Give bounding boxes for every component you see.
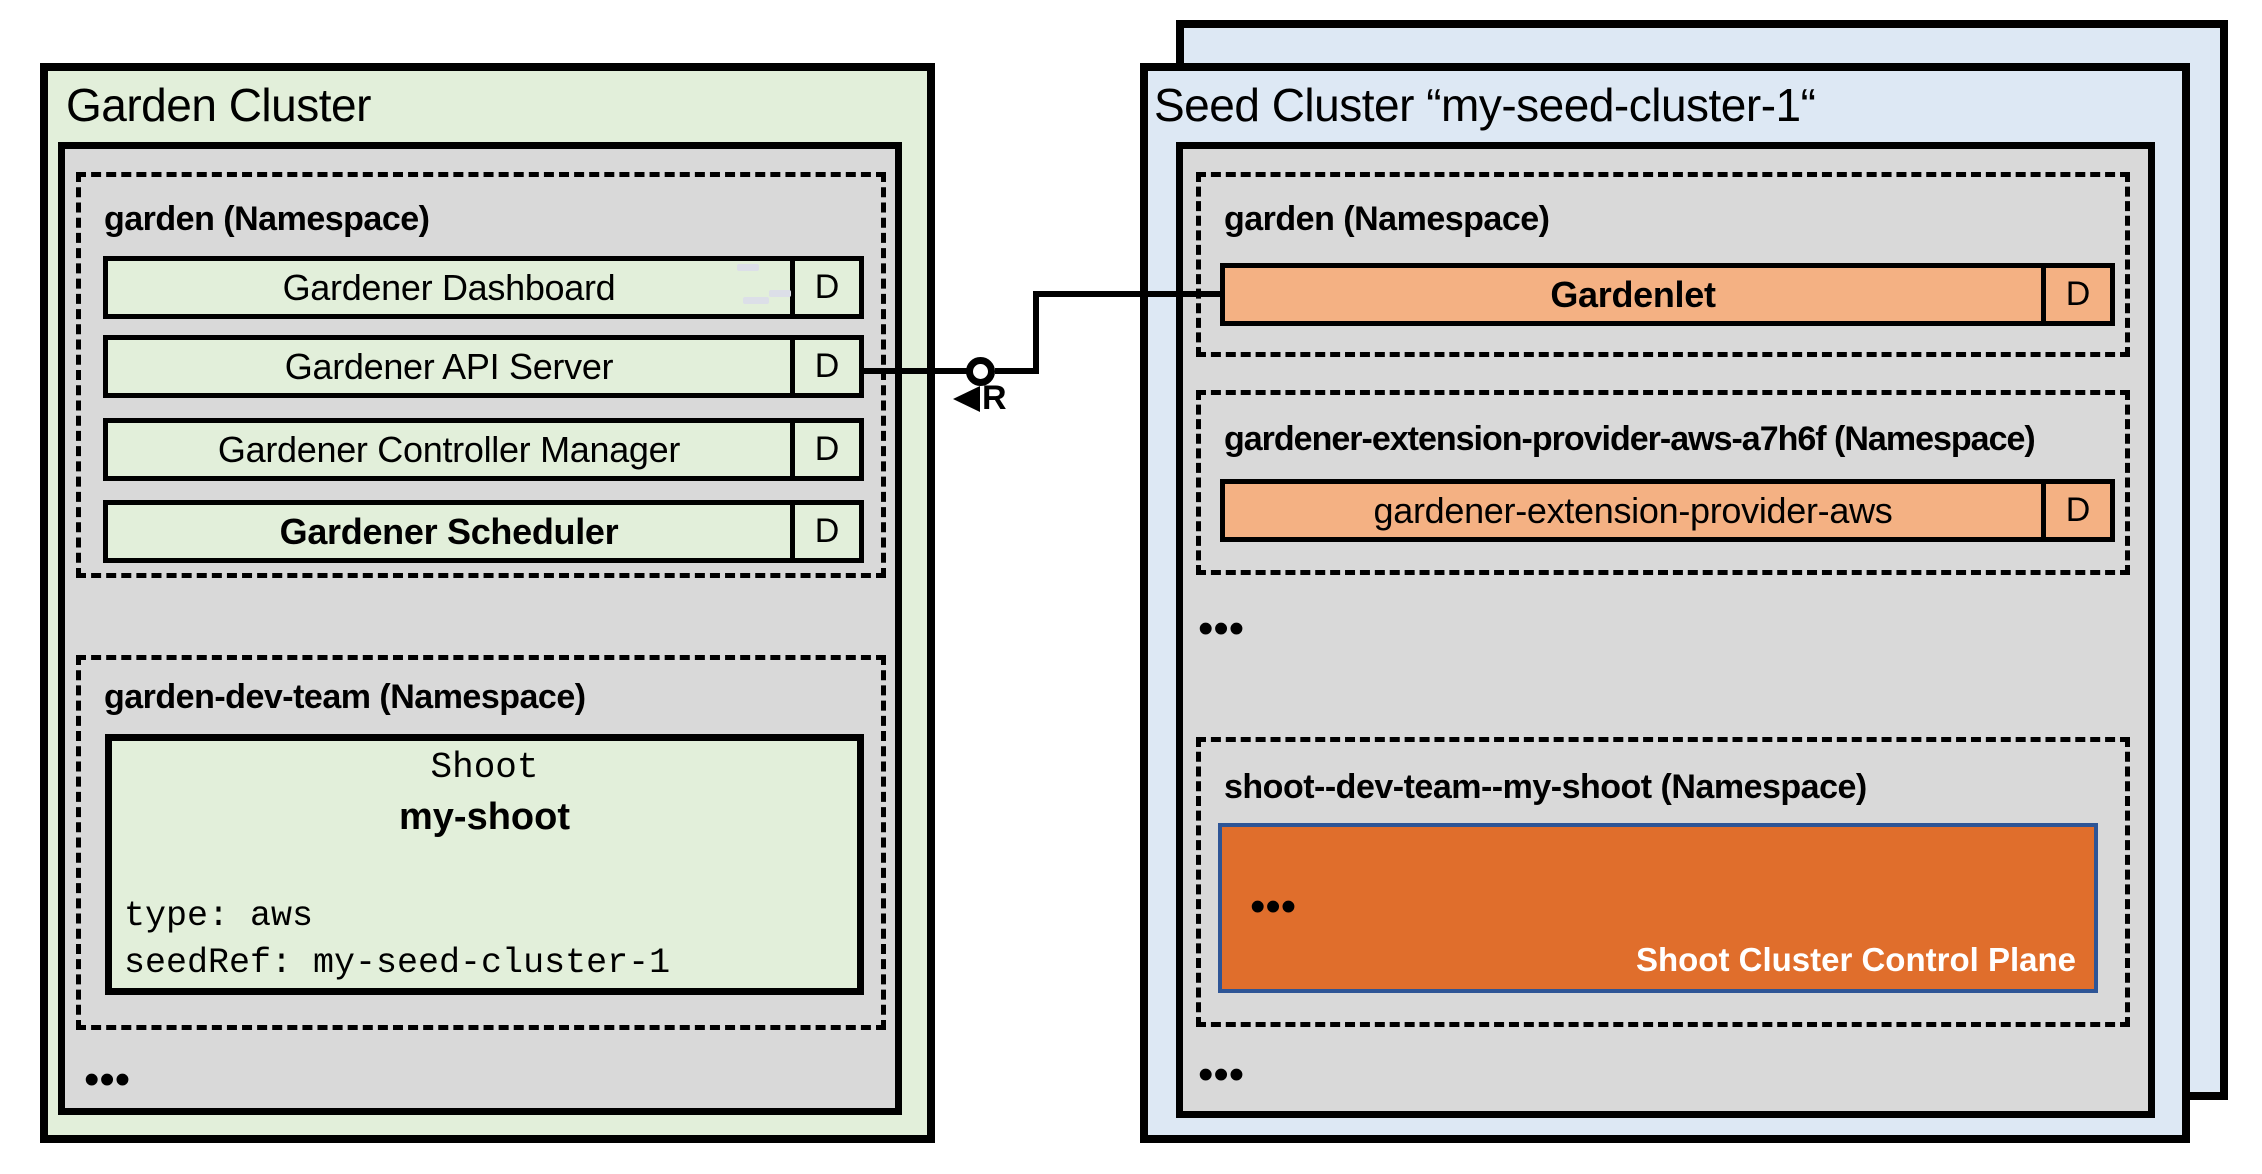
control-plane-ellipsis: •••	[1250, 882, 1297, 931]
extension-namespace-label: gardener-extension-provider-aws-a7h6f (N…	[1224, 420, 2036, 458]
component-row-gardener-scheduler: Gardener Scheduler D	[103, 500, 864, 563]
shoot-resource-box	[105, 734, 864, 995]
arrowhead-icon	[953, 386, 980, 412]
component-row-gardener-api-server: Gardener API Server D	[103, 335, 864, 398]
connector-line-horizontal-mid	[995, 368, 1039, 374]
faded-dash-decoration	[737, 264, 759, 271]
deployment-badge: D	[790, 505, 859, 558]
component-label: gardener-extension-provider-aws	[1373, 489, 1893, 531]
component-label: Gardener API Server	[284, 345, 614, 387]
connector-line-horizontal-left	[860, 368, 968, 374]
connector-interface-label: R	[982, 379, 1007, 417]
component-label: Gardenlet	[1550, 273, 1716, 315]
shoot-spec-seedref: seedRef: my-seed-cluster-1	[124, 943, 671, 983]
faded-dash-decoration	[769, 290, 791, 297]
component-row-extension-provider-aws: gardener-extension-provider-aws D	[1220, 479, 2115, 542]
component-label: Gardener Scheduler	[279, 510, 619, 552]
shoot-namespace-label: shoot--dev-team--my-shoot (Namespace)	[1224, 768, 1867, 806]
seed-garden-namespace-label: garden (Namespace)	[1224, 200, 1550, 238]
shoot-spec-type: type: aws	[124, 896, 314, 936]
seed-garden-namespace-box	[1196, 172, 2130, 357]
connector-line-vertical	[1033, 294, 1039, 374]
garden-namespace-label: garden (Namespace)	[104, 200, 430, 238]
lollipop-interface-icon	[966, 357, 995, 386]
deployment-badge: D	[790, 423, 859, 476]
deployment-badge: D	[2041, 268, 2110, 321]
garden-cluster-title: Garden Cluster	[66, 79, 371, 131]
garden-dev-team-namespace-label: garden-dev-team (Namespace)	[104, 678, 586, 716]
connector-line-horizontal-top	[1033, 291, 1222, 297]
component-label: Gardener Dashboard	[282, 266, 616, 308]
faded-dash-decoration	[743, 297, 769, 304]
shoot-resource-kind: Shoot	[430, 747, 539, 788]
garden-namespace-box	[76, 172, 886, 578]
control-plane-label: Shoot Cluster Control Plane	[1635, 941, 2076, 978]
component-label: Gardener Controller Manager	[217, 428, 681, 470]
deployment-badge: D	[790, 261, 859, 314]
component-row-gardenlet: Gardenlet D	[1220, 263, 2115, 326]
component-row-gardener-dashboard: Gardener Dashboard D	[103, 256, 864, 319]
extension-namespace-box	[1196, 390, 2130, 575]
seed-cluster-ellipsis-bottom: •••	[1198, 1050, 1245, 1099]
garden-dev-team-namespace-box	[76, 655, 886, 1030]
deployment-badge: D	[2041, 484, 2110, 537]
seed-cluster-ellipsis-top: •••	[1198, 604, 1245, 653]
seed-cluster-title: Seed Cluster “my-seed-cluster-1“	[1154, 79, 1816, 131]
garden-cluster-ellipsis: •••	[84, 1055, 131, 1104]
shoot-control-plane-box: ••• Shoot Cluster Control Plane	[1218, 823, 2098, 993]
deployment-badge: D	[790, 340, 859, 393]
shoot-resource-name: my-shoot	[399, 796, 570, 838]
component-row-gardener-controller-manager: Gardener Controller Manager D	[103, 418, 864, 481]
shoot-namespace-box	[1196, 737, 2130, 1027]
